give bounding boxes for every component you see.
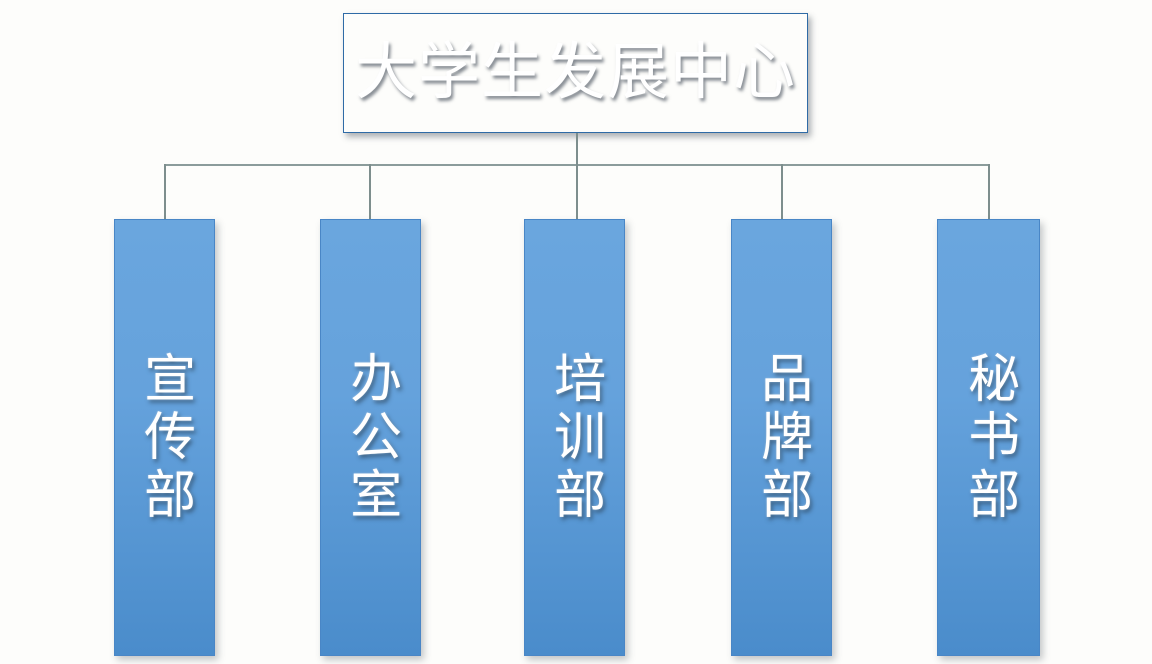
- org-root-label: 大学生发展中心: [354, 38, 796, 107]
- org-node-label-office: 办公室: [341, 350, 400, 525]
- org-root-node[interactable]: 大学生发展中心: [343, 13, 808, 133]
- connector-drop-4: [781, 164, 783, 220]
- connector-drop-2: [369, 164, 371, 220]
- org-node-label-secretariat: 秘书部: [959, 350, 1018, 525]
- org-node-brand[interactable]: 品牌部: [731, 219, 832, 656]
- connector-drop-5: [988, 164, 990, 220]
- org-node-label-training: 培训部: [545, 350, 604, 525]
- org-node-office[interactable]: 办公室: [320, 219, 421, 656]
- connector-drop-3: [576, 164, 578, 220]
- org-node-publicity[interactable]: 宣传部: [114, 219, 215, 656]
- org-node-training[interactable]: 培训部: [524, 219, 625, 656]
- org-node-label-brand: 品牌部: [752, 350, 811, 525]
- connector-root-stem: [576, 133, 578, 166]
- org-node-secretariat[interactable]: 秘书部: [937, 219, 1040, 656]
- org-node-label-publicity: 宣传部: [135, 350, 194, 525]
- connector-drop-1: [164, 164, 166, 220]
